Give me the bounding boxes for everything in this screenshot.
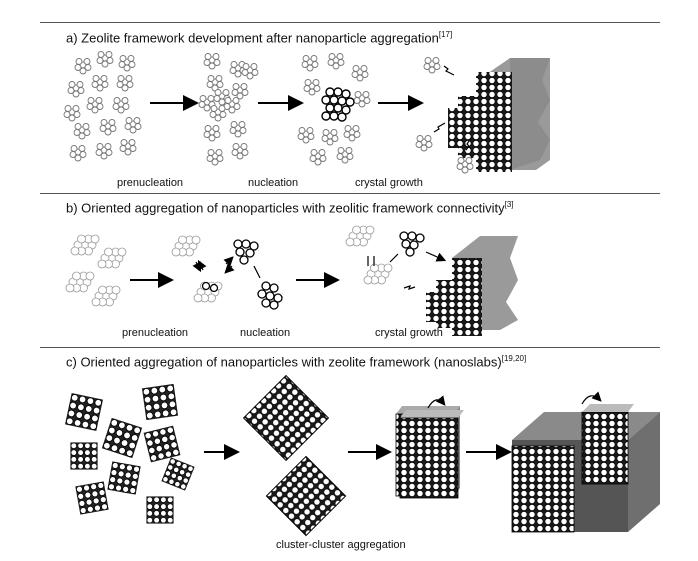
panel-b-title: b) Oriented aggregation of nanoparticles… [66, 200, 514, 216]
panel-a-label-crystal-growth: crystal growth [355, 177, 423, 189]
panel-b-crystal-growth [345, 225, 518, 336]
panel-b-label-nucleation: nucleation [240, 327, 291, 339]
panel-a-label-prenucleation: prenucleation [117, 177, 184, 189]
panel-a-crystal [448, 58, 550, 172]
panel-c-bulk-crystal [511, 391, 660, 533]
top-rule [40, 22, 660, 23]
panel-c-slab-stack [395, 395, 464, 499]
panel-a-nucleus [321, 87, 355, 122]
panel-c-aggregates [242, 374, 347, 537]
panel-c-ref: [19,20] [501, 354, 527, 363]
panel-a-title: a) Zeolite framework development after n… [66, 30, 453, 46]
panel-c-title: c) Oriented aggregation of nanoparticles… [66, 354, 527, 370]
panel-a-bottom-rule [40, 193, 660, 194]
panel-c-nanoslabs [64, 383, 195, 524]
panel-b-bottom-rule [40, 347, 660, 348]
panel-c-label-cluster-cluster-aggregation: cluster-cluster aggregation [276, 539, 406, 551]
panel-a-incoming-particles [415, 57, 474, 174]
panel-a-nucleation-particles [198, 53, 259, 166]
panel-b-ref: [3] [504, 200, 514, 209]
panel-a-ref: [17] [438, 30, 453, 39]
panel-a-label-nucleation: nucleation [248, 177, 299, 189]
panel-a-prenucleation-particles [63, 51, 142, 162]
panel-b-label-prenucleation: prenucleation [122, 327, 189, 339]
panel-b-prenucleation-particles [65, 234, 127, 307]
panel-b-nucleation-clusters [171, 235, 283, 310]
panel-b-label-crystal-growth: crystal growth [375, 327, 443, 339]
